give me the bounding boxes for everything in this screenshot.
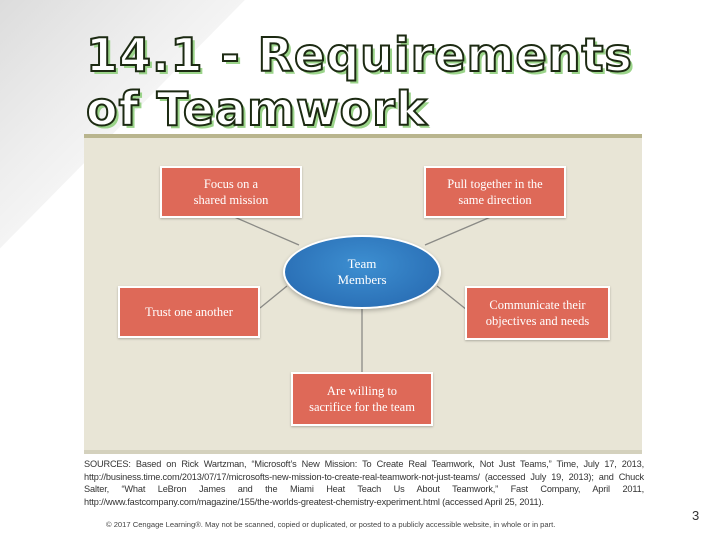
hub-label: Team Members bbox=[337, 256, 387, 287]
page-number: 3 bbox=[692, 508, 700, 523]
node-focus-on-shared-mission: Focus on a shared mission bbox=[160, 166, 302, 218]
node-pull-together: Pull together in the same direction bbox=[424, 166, 566, 218]
slide-title: 14.1 - Requirements of Teamwork bbox=[85, 27, 633, 137]
connector-mission bbox=[231, 215, 300, 246]
sources-citation: SOURCES: Based on Rick Wartzman, “Micros… bbox=[84, 459, 644, 507]
connector-trust bbox=[259, 285, 288, 309]
connector-communicate bbox=[436, 285, 468, 311]
teamwork-diagram: Focus on a shared mission Pull together … bbox=[84, 134, 642, 454]
node-communicate: Communicate their objectives and needs bbox=[465, 286, 610, 340]
node-trust-one-another: Trust one another bbox=[118, 286, 260, 338]
node-label: Trust one another bbox=[145, 305, 233, 319]
node-label: Communicate their objectives and needs bbox=[485, 298, 590, 328]
node-label: Focus on a shared mission bbox=[193, 177, 269, 207]
hub-team-members: Team Members bbox=[283, 235, 441, 309]
node-label: Pull together in the same direction bbox=[447, 177, 543, 207]
node-willing-to-sacrifice: Are willing to sacrifice for the team bbox=[291, 372, 433, 426]
node-label: Are willing to sacrifice for the team bbox=[309, 384, 415, 414]
connector-direction bbox=[424, 215, 494, 246]
connector-lines bbox=[231, 215, 494, 372]
copyright-notice: © 2017 Cengage Learning®. May not be sca… bbox=[106, 520, 556, 529]
